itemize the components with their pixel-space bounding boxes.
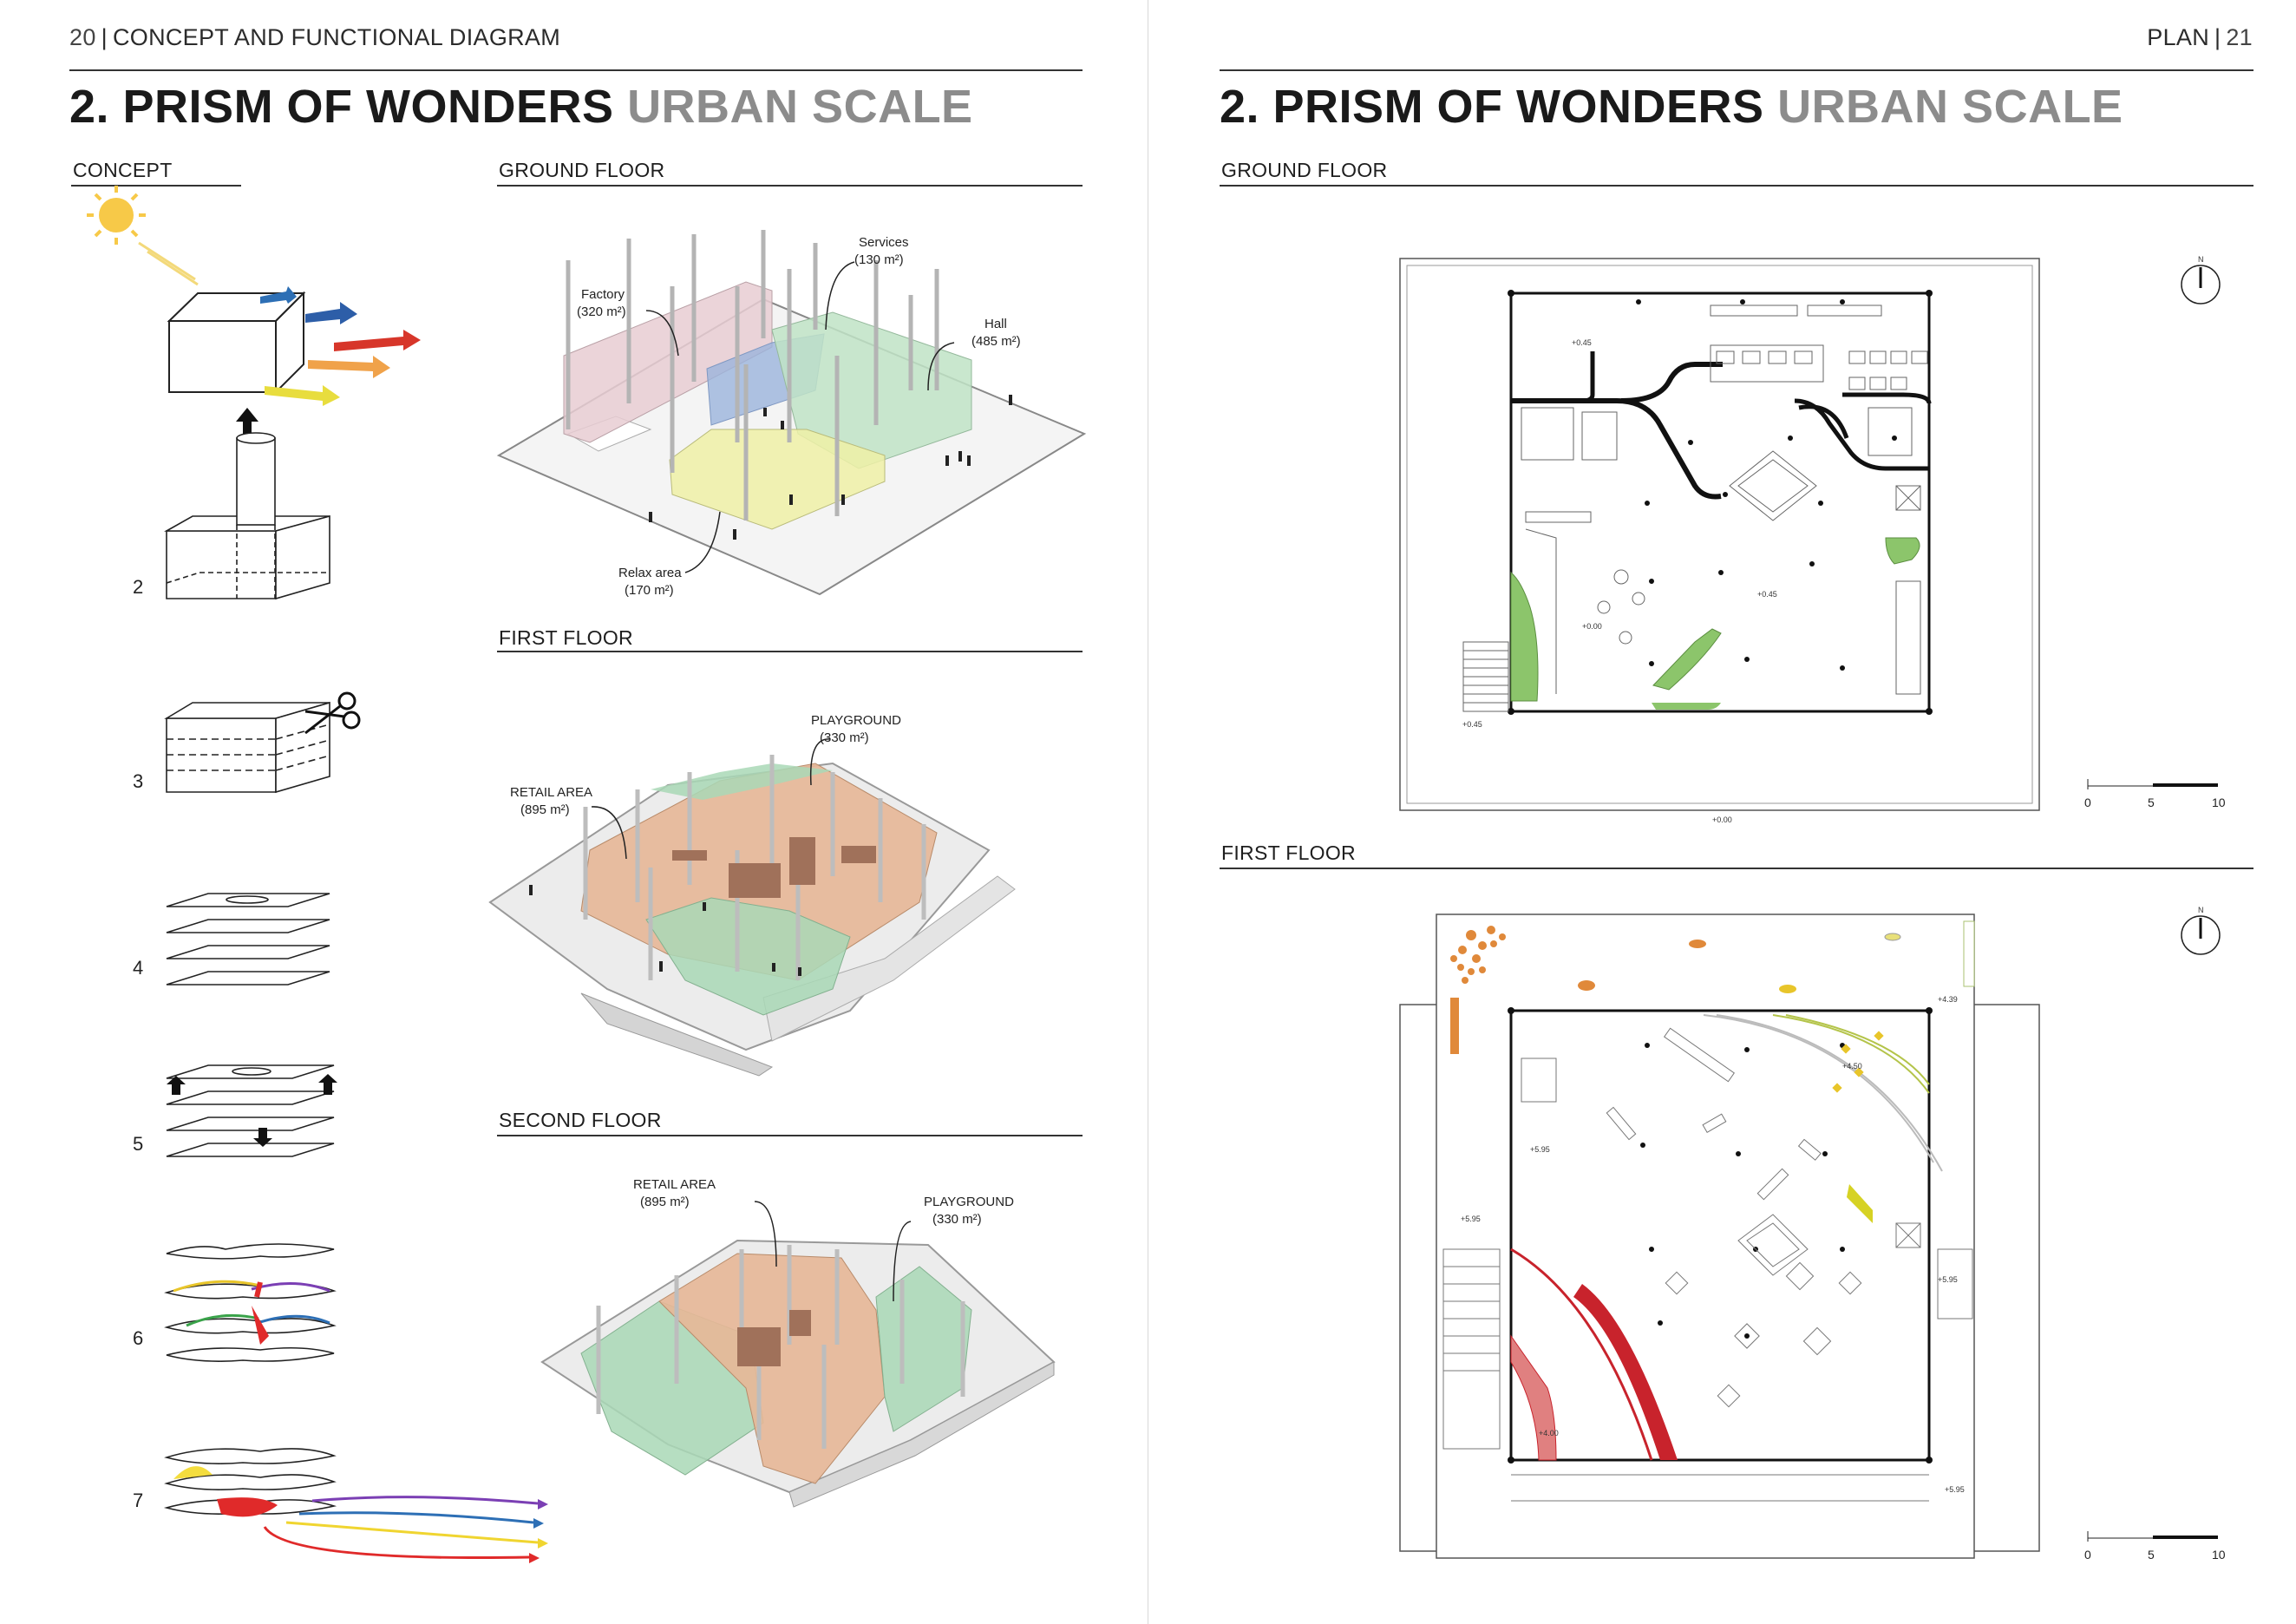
ground-floor-rule-right [1220,185,2253,187]
concept-diagram [87,186,548,1563]
svg-text:N: N [2198,255,2204,264]
level-gf-4: +0.00 [1712,815,1732,824]
running-title-right: PLAN [2147,24,2210,50]
svg-text:10: 10 [2212,796,2226,809]
retail-area-1f: (895 m²) [520,802,570,817]
scissors-icon [304,691,361,735]
svg-text:0: 0 [2084,796,2091,809]
hall-area: (485 m²) [971,334,1021,349]
first-floor-rule-right [1220,868,2253,869]
header-rule-left [69,69,1083,71]
title-sub-right: URBAN SCALE [1777,81,2123,133]
title-sub-left: URBAN SCALE [627,81,973,133]
step-6-diagram [164,1243,337,1362]
retail-area-2f: (895 m²) [640,1195,690,1209]
step-3-diagram [164,701,330,794]
header-rule-right [1220,69,2253,71]
push-arrows [167,1074,337,1147]
level-gf-inner: +0.00 [1582,622,1602,631]
playground-area-2f: (330 m²) [932,1212,982,1227]
level-1f-e: +5.95 [1938,1275,1958,1284]
factory-label: Factory [581,287,625,302]
svg-text:10: 10 [2212,1548,2226,1562]
ground-floor-rule-left [497,185,1083,187]
step-7-diagram [163,1448,337,1517]
svg-text:N: N [2198,906,2204,914]
level-1f-b: +5.95 [1461,1215,1481,1223]
second-floor-axonometric: RETAIL AREA (895 m²) PLAYGROUND (330 m²) [540,1177,1056,1508]
retail-label-1f: RETAIL AREA [510,785,592,800]
step-4-diagram [166,893,330,986]
first-floor-label-right: FIRST FLOOR [1221,841,1356,864]
concept-step-4: 4 [133,957,144,979]
level-1f-g: +4.00 [1539,1429,1559,1437]
flow-arrowheads [529,1499,548,1563]
first-floor-plan: +5.95 +5.95 +4.39 +4.50 +5.95 +5.95 +4.0… [1399,906,2226,1562]
ground-floor-label-left: GROUND FLOOR [499,159,665,181]
concept-step-7: 7 [133,1490,144,1511]
step-1-cube [167,291,306,395]
page-title-right: 2. PRISM OF WONDERS URBAN SCALE [1220,80,2123,134]
step-2-diagram [163,432,330,600]
level-gf-1: +0.45 [1572,338,1592,347]
factory-area: (320 m²) [577,304,626,319]
first-floor-rule-left [497,651,1083,652]
sun-icon [87,186,199,286]
page-number-right: 21 [2226,24,2253,50]
level-1f-d: +4.50 [1842,1062,1862,1071]
scale-bar-gf: 0 5 10 [2084,779,2226,809]
people-figures [649,395,1012,540]
first-floor-axonometric: PLAYGROUND (330 m²) RETAIL AREA (895 m²) [488,713,1016,1077]
second-floor-rule-left [497,1135,1083,1136]
level-1f-c: +4.39 [1938,995,1958,1004]
concept-step-2: 2 [133,576,144,598]
playground-label-1f: PLAYGROUND [811,713,901,728]
relax-area: (170 m²) [625,583,674,598]
right-page: PLAN|21 2. PRISM OF WONDERS URBAN SCALE … [1148,0,2296,1624]
retail-label-2f: RETAIL AREA [633,1177,716,1192]
north-arrow-1f: N [2181,906,2221,955]
second-floor-label-left: SECOND FLOOR [499,1109,662,1131]
book-spine [1147,0,1148,1624]
playground-area-1f: (330 m²) [820,730,869,745]
concept-step-5: 5 [133,1133,144,1155]
svg-text:0: 0 [2084,1548,2091,1562]
ground-floor-axonometric: Services (130 m²) Factory (320 m²) Hall … [496,230,1087,598]
running-head-left: 20|CONCEPT AND FUNCTIONAL DIAGRAM [69,24,561,50]
hall-label: Hall [984,317,1007,331]
level-1f-a: +5.95 [1530,1145,1550,1154]
level-1f-f: +5.95 [1945,1485,1965,1494]
wind-arrows [260,286,421,406]
step-5-diagram [166,1064,335,1157]
first-floor-label-left: FIRST FLOOR [499,626,633,649]
relax-label: Relax area [618,566,682,580]
page-number-left: 20 [69,24,96,50]
level-gf-3: +0.45 [1462,720,1482,729]
ground-floor-label-right: GROUND FLOOR [1221,159,1388,181]
concept-rule [71,185,241,187]
north-arrow-gf: N [2181,255,2221,304]
svg-text:5: 5 [2148,796,2155,809]
title-main-right: 2. PRISM OF WONDERS [1220,81,1764,133]
services-area: (130 m²) [854,252,904,267]
title-main-left: 2. PRISM OF WONDERS [69,81,614,133]
flow-curves [263,1496,539,1560]
level-gf-2: +0.45 [1757,590,1777,599]
concept-label: CONCEPT [73,159,173,181]
ground-floor-plan: +0.45 +0.45 +0.45 +0.00 +0.00 N 0 5 10 [1399,255,2226,824]
services-label: Services [859,235,909,250]
running-head-right: PLAN|21 [2147,24,2253,50]
concept-step-3: 3 [133,770,144,792]
left-page: 20|CONCEPT AND FUNCTIONAL DIAGRAM 2. PRI… [69,24,1087,1563]
up-arrow-icon [236,408,258,434]
playground-label-2f: PLAYGROUND [924,1195,1014,1209]
concept-step-6: 6 [133,1327,144,1349]
page-title-left: 2. PRISM OF WONDERS URBAN SCALE [69,80,973,134]
svg-text:5: 5 [2148,1548,2155,1562]
running-title-left: CONCEPT AND FUNCTIONAL DIAGRAM [112,24,561,50]
scale-bar-1f: 0 5 10 [2084,1531,2226,1562]
